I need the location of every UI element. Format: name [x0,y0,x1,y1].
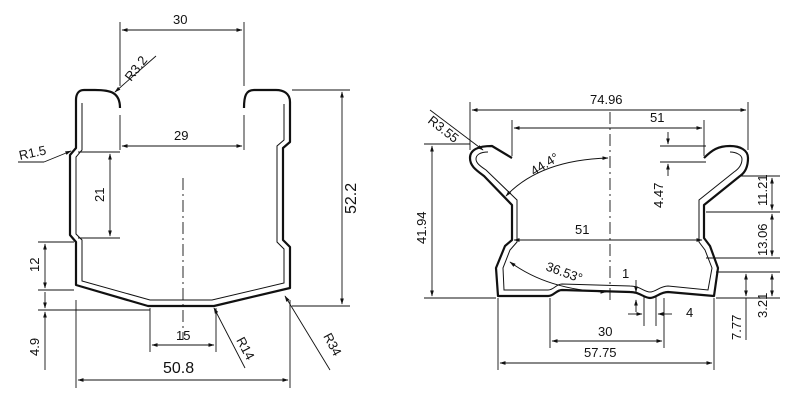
right-dim-mid-51: 51 [513,222,703,242]
right-dim-44-4-text: 44.4° [528,150,562,179]
left-dim-12-text: 12 [27,258,42,272]
left-dim-slot-21: 21 [78,151,120,239]
left-dim-52-2-text: 52.2 [343,183,360,214]
right-dim-width-74-96: 74.96 [469,92,749,150]
right-dim-small-1: 1 [622,266,638,312]
right-dim-30-text: 30 [598,324,612,339]
left-dim-r15: R1.5 [18,143,72,163]
right-dim-4-text: 4 [686,305,693,320]
right-dim-span-30: 30 [549,298,665,348]
right-dim-top-51: 51 [511,110,705,156]
right-dim-step-13-06: 13.06 [706,213,780,259]
right-dim-1-text: 1 [622,266,629,281]
right-dim-r355-text: R3.55 [425,113,462,146]
left-dim-21-text: 21 [92,188,107,202]
right-profile: 74.96 R3.55 51 44.4° 4.47 [414,92,780,370]
left-dim-r15-text: R1.5 [18,143,48,163]
left-profile-inner-line [75,103,285,301]
right-dim-angle-44-4: 44.4° [505,150,609,197]
right-dim-step-11-21: 11.21 [706,174,780,213]
right-dim-41-94-text: 41.94 [414,211,429,244]
right-dim-74-96-text: 74.96 [590,92,623,107]
left-dim-top-30: 30 [119,12,245,86]
right-dim-width-57-75: 57.75 [497,298,715,370]
left-profile: 30 R3.2 29 R1.5 21 [18,12,360,388]
left-dim-15-text: 15 [176,328,190,343]
right-profile-inner-line [475,151,743,293]
right-dim-13-06-text: 13.06 [755,223,770,256]
right-dim-notch-4: 4 [628,296,693,326]
right-dim-3-21-text: 3.21 [755,293,770,318]
left-dim-30-text: 30 [173,12,187,27]
left-dim-width-50-8: 50.8 [75,300,291,388]
right-profile-outline [468,144,750,300]
right-dim-51-top-text: 51 [650,110,664,125]
left-dim-50-8-text: 50.8 [163,360,194,377]
left-dim-step-12: 12 [27,241,74,291]
right-dim-11-21-text: 11.21 [755,174,770,206]
left-dim-r34: R34 [284,295,345,371]
right-dim-36-53-text: 36.53° [544,259,585,286]
left-dim-r14-text: R14 [233,334,257,362]
right-dim-7-77-text: 7.77 [729,315,744,340]
right-dim-57-75-text: 57.75 [584,345,617,360]
left-dim-r14: R14 [213,307,258,369]
left-dim-4-9-text: 4.9 [27,338,42,356]
right-dim-step-3-21: 3.21 [716,271,780,318]
left-dim-r32-text: R3.2 [122,53,151,84]
left-dim-inner-29: 29 [119,115,245,150]
left-dim-total-52-2: 52.2 [292,89,360,307]
left-dim-r34-text: R34 [320,330,344,358]
left-dim-r32: R3.2 [114,53,157,93]
right-dim-51-mid-text: 51 [575,222,589,237]
right-dim-height-41-94: 41.94 [414,143,496,299]
right-dim-offset-7-77: 7.77 [729,273,748,340]
left-dim-29-text: 29 [174,128,188,143]
right-dim-lip-4-47: 4.47 [651,132,706,208]
left-profile-outline [68,88,292,308]
right-dim-4-47-text: 4.47 [651,183,666,208]
right-dim-angle-36-53: 36.53° [509,259,607,294]
left-dim-bottom-4-9: 4.9 [27,292,150,370]
left-dim-bottom-15: 15 [149,308,217,352]
